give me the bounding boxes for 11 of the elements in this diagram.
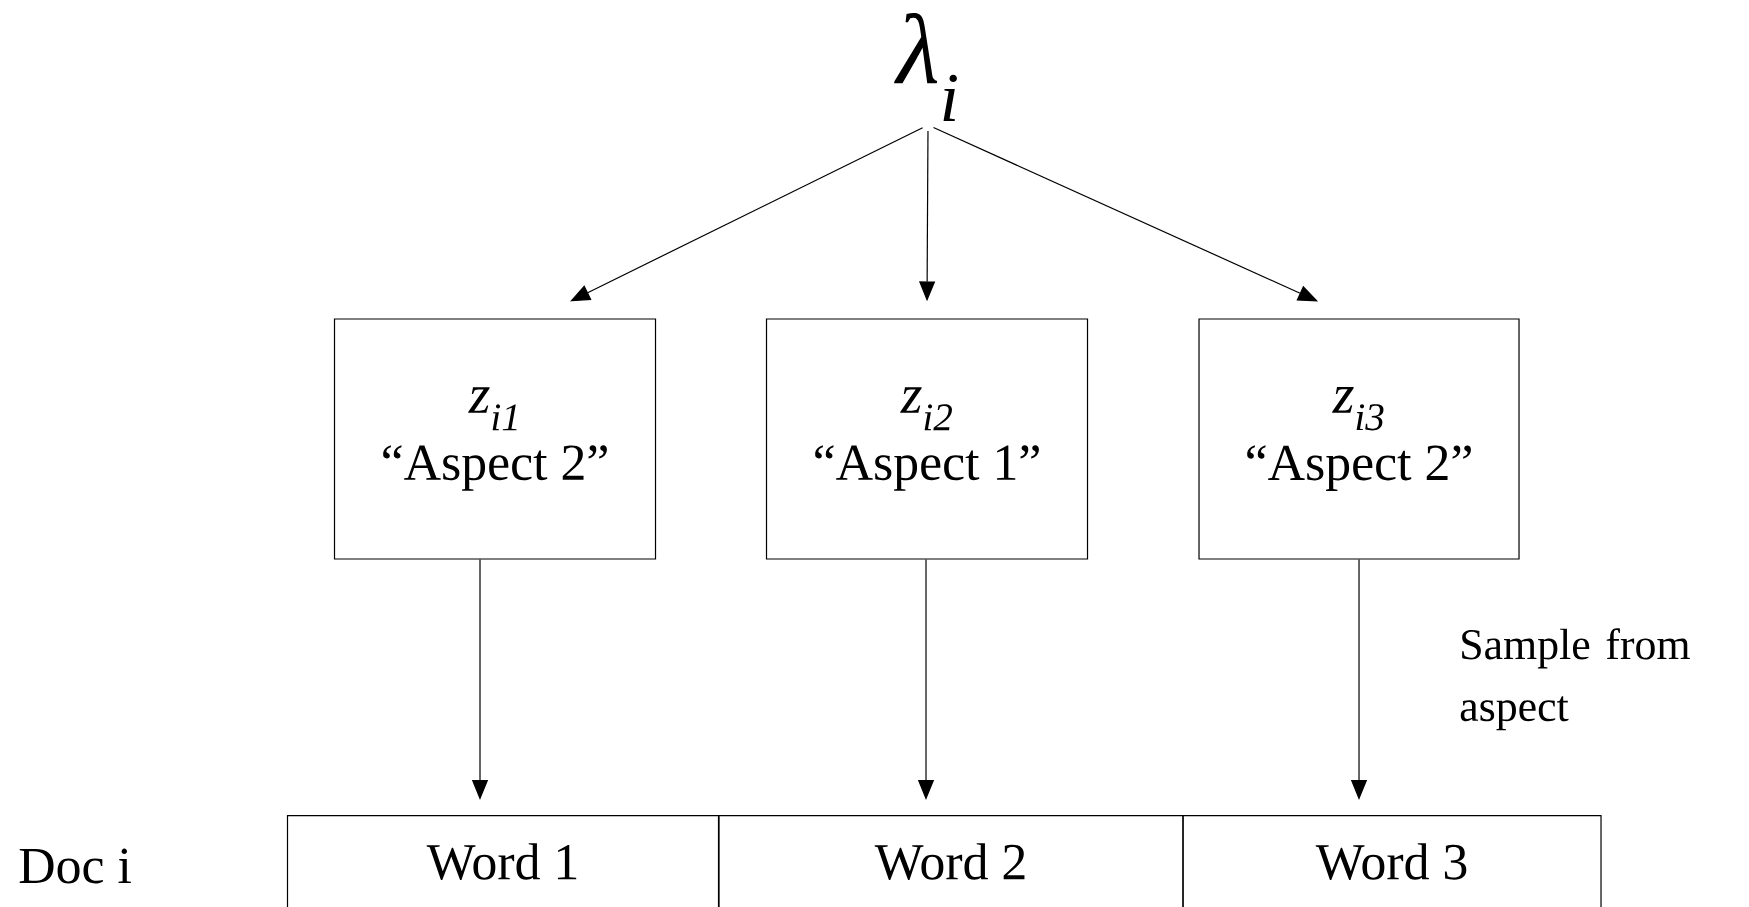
word-cell: Word 2 bbox=[718, 815, 1184, 907]
variable-label: λ$_{i}$ bbox=[894, 13, 957, 121]
word-cell: Word 1 bbox=[286, 815, 720, 907]
aspect-box: z$_{i3}$ “Aspect 2” bbox=[1198, 318, 1520, 560]
aspect-box: z$_{i1}$ “Aspect 2” bbox=[333, 318, 657, 560]
word-cell: Word 3 bbox=[1182, 815, 1602, 907]
arrow bbox=[570, 127, 924, 302]
arrow bbox=[932, 126, 1318, 302]
annotation-text: Sample from aspect bbox=[1460, 628, 1690, 731]
row-label: Doc i bbox=[19, 848, 131, 884]
aspect-box: z$_{i2}$ “Aspect 1” bbox=[765, 318, 1089, 560]
